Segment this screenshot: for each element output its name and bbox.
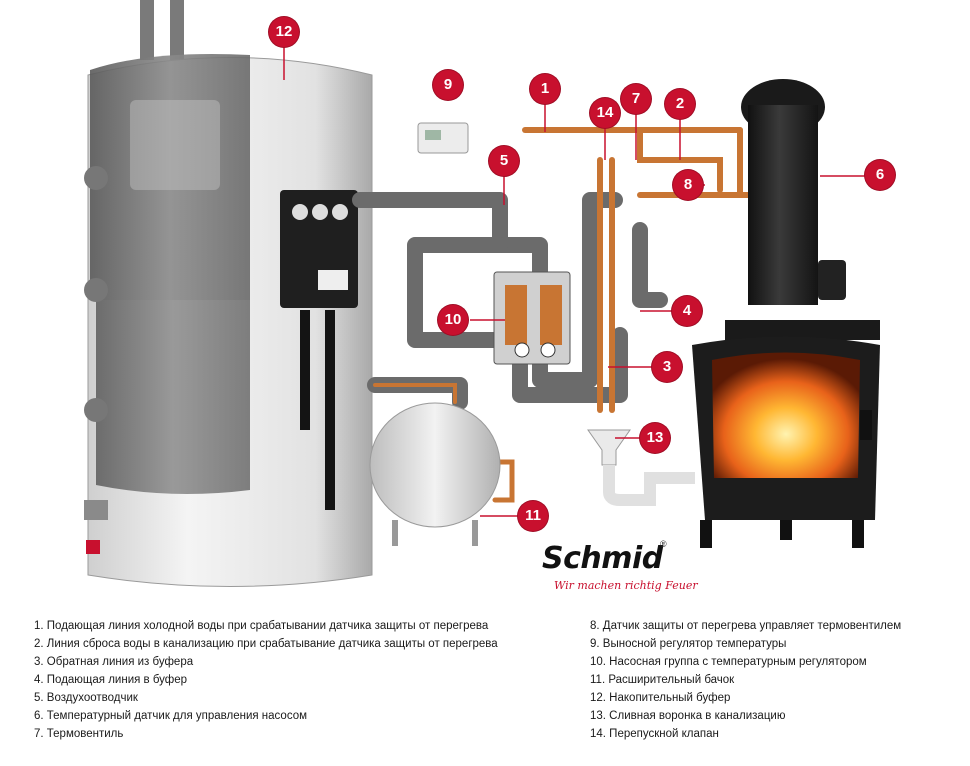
legend-item: 13. Сливная воронка в канализацию (590, 710, 786, 722)
callout-8: 8 (673, 170, 703, 200)
callout-5: 5 (489, 146, 519, 176)
callout-3: 3 (652, 352, 682, 382)
tank-pump-group (280, 190, 358, 510)
callout-12: 12 (269, 17, 299, 47)
legend-item: 14. Перепускной клапан (590, 728, 719, 740)
callout-1: 1 (530, 74, 560, 104)
buffer-top-pipe (170, 0, 184, 60)
expansion-vessel (369, 402, 501, 546)
legend-item: 8. Датчик защиты от перегрева управляет … (590, 620, 902, 632)
legend-item: 5. Воздухоотводчик (34, 692, 138, 704)
brand-registered-mark: ® (660, 539, 667, 549)
fireplace-stove (692, 79, 880, 548)
callout-14: 14 (590, 98, 620, 128)
central-pump-group (493, 271, 571, 365)
legend-item: 6. Температурный датчик для управления н… (34, 710, 308, 722)
legend-item: 12. Накопительный буфер (590, 692, 731, 704)
callout-2: 2 (665, 89, 695, 119)
callout-7: 7 (621, 84, 651, 114)
legend-item: 11. Расширительный бачок (590, 674, 735, 686)
installation-diagram: 1 2 3 4 5 6 7 8 9 10 11 12 13 14 Schmid … (84, 0, 895, 592)
callout-13: 13 (640, 423, 670, 453)
insulated-pipes (352, 192, 668, 410)
callout-6: 6 (865, 160, 895, 190)
legend-item: 2. Линия сброса воды в канализацию при с… (34, 638, 498, 650)
legend-item: 10. Насосная группа с температурным регу… (590, 656, 867, 668)
legend-item: 1. Подающая линия холодной воды при сраб… (34, 620, 489, 632)
buffer-tank (84, 54, 373, 587)
schmid-logo: Schmid ® Wir machen richtig Feuer (542, 539, 698, 592)
callout-leaders (283, 47, 865, 517)
buffer-top-pipe (140, 0, 154, 60)
legend-left-column: 1. Подающая линия холодной воды при сраб… (34, 617, 498, 743)
callout-11: 11 (518, 501, 548, 531)
installation-illustration (84, 0, 880, 587)
legend-item: 9. Выносной регулятор температуры (590, 638, 787, 650)
brand-name: Schmid (542, 541, 663, 576)
legend-item: 4. Подающая линия в буфер (34, 674, 188, 686)
legend-item: 3. Обратная линия из буфера (34, 656, 194, 668)
regulator-display (425, 130, 441, 140)
callout-9: 9 (433, 70, 463, 100)
callout-4: 4 (672, 296, 702, 326)
legend-item: 7. Термовентиль (34, 728, 124, 740)
legend-right-column: 8. Датчик защиты от перегрева управляет … (590, 617, 901, 743)
brand-slogan: Wir machen richtig Feuer (554, 579, 698, 592)
callout-10: 10 (438, 305, 468, 335)
